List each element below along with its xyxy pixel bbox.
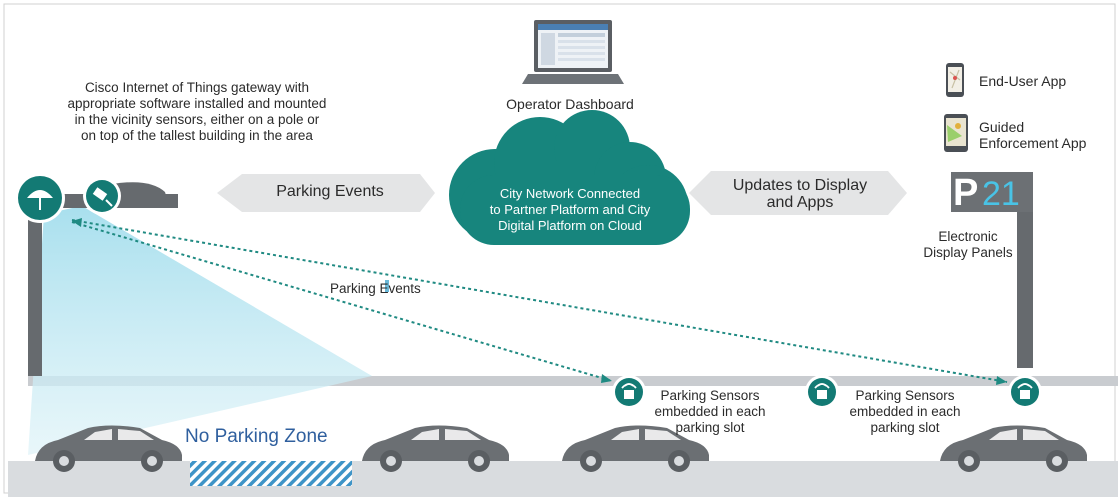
cloud-line: to Partner Platform and City [489, 202, 651, 217]
gateway-beam [28, 206, 372, 455]
car-icon [362, 425, 509, 472]
updates-line: and Apps [766, 194, 834, 211]
link-dotted-line [71, 221, 613, 382]
cloud-label: City Network Connected to Partner Platfo… [450, 186, 690, 234]
display-post [1017, 172, 1033, 368]
cloud-line: City Network Connected [499, 186, 641, 201]
sensor-label: Parking Sensors embedded in each parking… [843, 388, 967, 436]
enforcement-line: Guided [979, 119, 1025, 135]
parking-sensor-icon [1008, 375, 1042, 409]
sensor-label: Parking Sensors embedded in each parking… [648, 388, 772, 436]
display-panel [951, 172, 1033, 212]
gateway-description: Cisco Internet of Things gateway with ap… [12, 80, 382, 144]
satellite-sensor-icon [83, 177, 121, 215]
arrowhead-icon [601, 374, 612, 383]
display-sign-letter: P [953, 172, 979, 214]
enforcement-line: Enforcement App [979, 135, 1087, 151]
no-parking-hatch [190, 461, 352, 486]
mobile-map-icon [946, 63, 964, 97]
car-icon [562, 425, 709, 472]
updates-arrow [689, 171, 907, 215]
sensor-line: embedded in each [849, 404, 961, 419]
display-line: Display Panels [923, 245, 1013, 260]
road [8, 461, 1118, 497]
arrowhead-icon [996, 376, 1007, 385]
car-icon [940, 425, 1087, 472]
no-parking-zone-label: No Parking Zone [185, 426, 328, 447]
parking-sensor-icon [612, 375, 646, 409]
display-line: Electronic [938, 229, 998, 244]
umbrella-gateway-icon [15, 173, 65, 223]
gateway-line: in the vicinity sensors, either on a pol… [74, 112, 320, 127]
gateway-line: appropriate software installed and mount… [67, 96, 327, 111]
display-sign-number: 21 [982, 175, 1020, 213]
sensor-line: parking slot [870, 420, 940, 435]
gateway-pole [28, 210, 42, 376]
tablet-map-icon [944, 114, 968, 152]
street-lamp-icon [112, 182, 166, 208]
sensor-line: Parking Sensors [855, 388, 955, 403]
sensor-line: parking slot [675, 420, 745, 435]
cloud-platform-shape [449, 110, 690, 245]
end-user-app-label: End-User App [979, 73, 1067, 89]
gateway-line: on top of the tallest building in the ar… [81, 128, 313, 143]
parking-sensor-icon [805, 375, 839, 409]
parking-events-arrow-label: Parking Events [276, 183, 384, 200]
label-marker [385, 280, 389, 292]
display-panels-label: Electronic Display Panels [918, 229, 1018, 261]
operator-dashboard-label: Operator Dashboard [506, 96, 634, 112]
sensor-band [28, 376, 1118, 386]
enforcement-app-label: Guided Enforcement App [979, 119, 1086, 151]
parking-events-arrow [217, 174, 435, 212]
sensor-line: embedded in each [654, 404, 766, 419]
arrowhead-icon [72, 218, 82, 227]
laptop-dashboard-icon [522, 20, 624, 84]
parking-events-link-label: Parking Events [330, 281, 421, 296]
gateway-line: Cisco Internet of Things gateway with [84, 80, 310, 95]
cloud-line: Digital Platform on Cloud [498, 218, 642, 233]
link-dotted-line [71, 219, 1008, 383]
sensor-line: Parking Sensors [660, 388, 760, 403]
updates-arrow-label: Updates to Display and Apps [712, 177, 888, 211]
car-icon [35, 425, 182, 472]
updates-line: Updates to Display [732, 177, 868, 194]
